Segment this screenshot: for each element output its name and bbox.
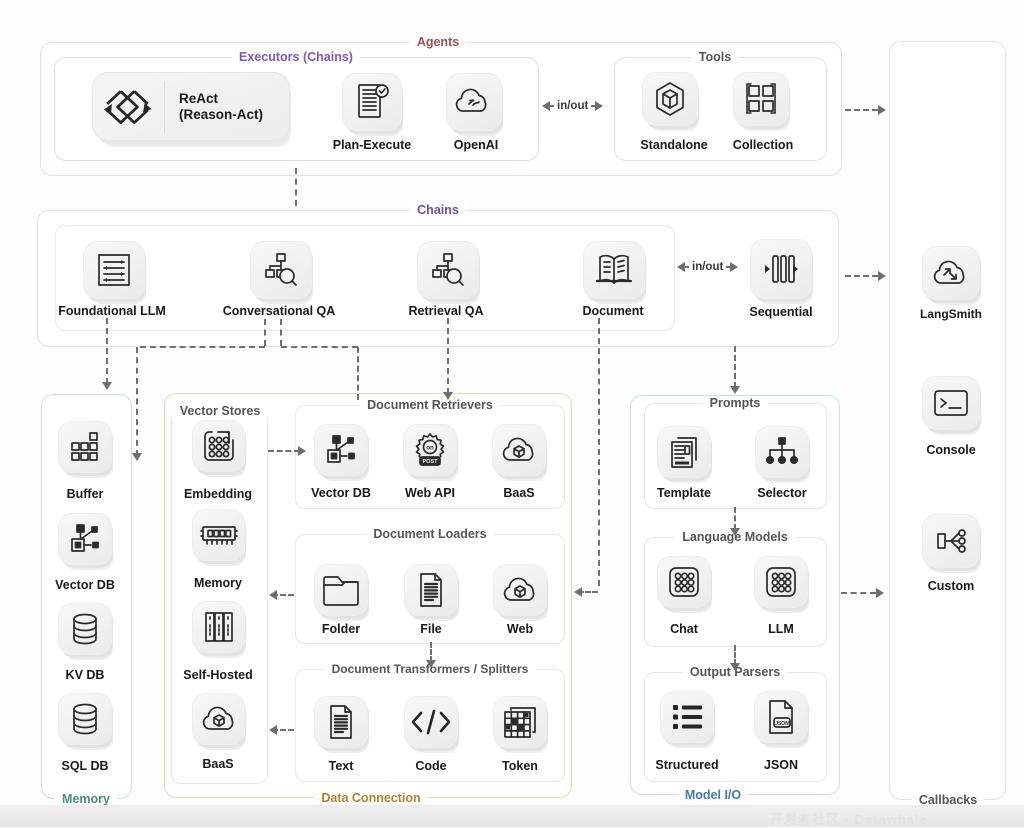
svg-text:JSON: JSON (775, 721, 789, 727)
svg-text:POST: POST (423, 459, 439, 465)
svg-text:on: on (426, 446, 434, 452)
